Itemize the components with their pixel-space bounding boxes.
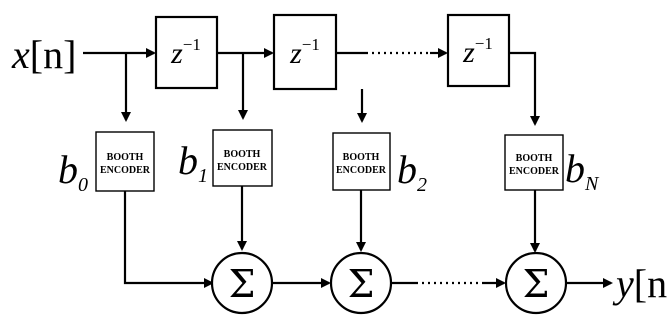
svg-text:z−1: z−1 (289, 35, 320, 70)
summer-2-symbol: Σ (348, 262, 375, 306)
input-label: x[n] (11, 32, 76, 77)
output-signal-name: y (612, 261, 634, 306)
encoder-1-line2: ENCODER (217, 162, 268, 173)
booth-encoder-0: BOOTH ENCODER (95, 131, 155, 192)
encoder-2-line2: ENCODER (336, 165, 387, 176)
booth-encoder-1: BOOTH ENCODER (212, 129, 273, 187)
summer-1: Σ (210, 251, 274, 315)
coefficient-0-base: b (58, 147, 78, 192)
delay-1-base: z (170, 37, 183, 70)
encoder-0-line2: ENCODER (100, 165, 151, 176)
coefficient-2-sub: 2 (417, 174, 427, 196)
delay-2-base: z (289, 37, 302, 70)
summer-2: Σ (329, 251, 393, 315)
delay-block-2: z−1 (272, 13, 338, 91)
delay-n-base: z (462, 36, 475, 69)
encoder-0-to-sum-1-line (123, 191, 214, 288)
output-label: y[n (612, 261, 667, 306)
coefficient-n-sub: N (584, 173, 600, 195)
booth-encoder-2: BOOTH ENCODER (332, 132, 391, 191)
delay-n-exp: −1 (475, 34, 493, 53)
output-signal-index: [n (634, 261, 667, 306)
coefficient-2-base: b (397, 147, 417, 192)
delay-2-exp: −1 (302, 35, 320, 54)
input-signal-index: [n] (30, 32, 77, 77)
encoder-n-line1: BOOTH (516, 153, 553, 164)
summer-n-symbol: Σ (523, 262, 550, 306)
encoder-2-line1: BOOTH (343, 152, 380, 163)
summer-n: Σ (504, 251, 568, 315)
delay-block-n: z−1 (446, 13, 511, 88)
coefficient-n-base: b (565, 146, 585, 191)
booth-encoder-n: BOOTH ENCODER (504, 134, 564, 191)
coefficient-0-sub: 0 (78, 174, 88, 196)
coefficient-n-label: bN (565, 146, 600, 195)
input-signal-name: x (11, 32, 30, 77)
coefficient-1-sub: 1 (198, 165, 208, 187)
svg-text:z−1: z−1 (462, 34, 493, 69)
summer-1-symbol: Σ (229, 262, 256, 306)
tap-n-line (509, 51, 540, 126)
encoder-1-line1: BOOTH (224, 149, 261, 160)
svg-text:z−1: z−1 (170, 35, 201, 70)
delay-block-1: z−1 (154, 15, 219, 90)
delay-1-exp: −1 (183, 35, 201, 54)
encoder-0-line1: BOOTH (107, 152, 144, 163)
coefficient-0-label: b0 (58, 147, 88, 196)
coefficient-1-label: b1 (178, 138, 208, 187)
coefficient-2-label: b2 (397, 147, 427, 196)
encoder-n-line2: ENCODER (509, 166, 560, 177)
coefficient-1-base: b (178, 138, 198, 183)
